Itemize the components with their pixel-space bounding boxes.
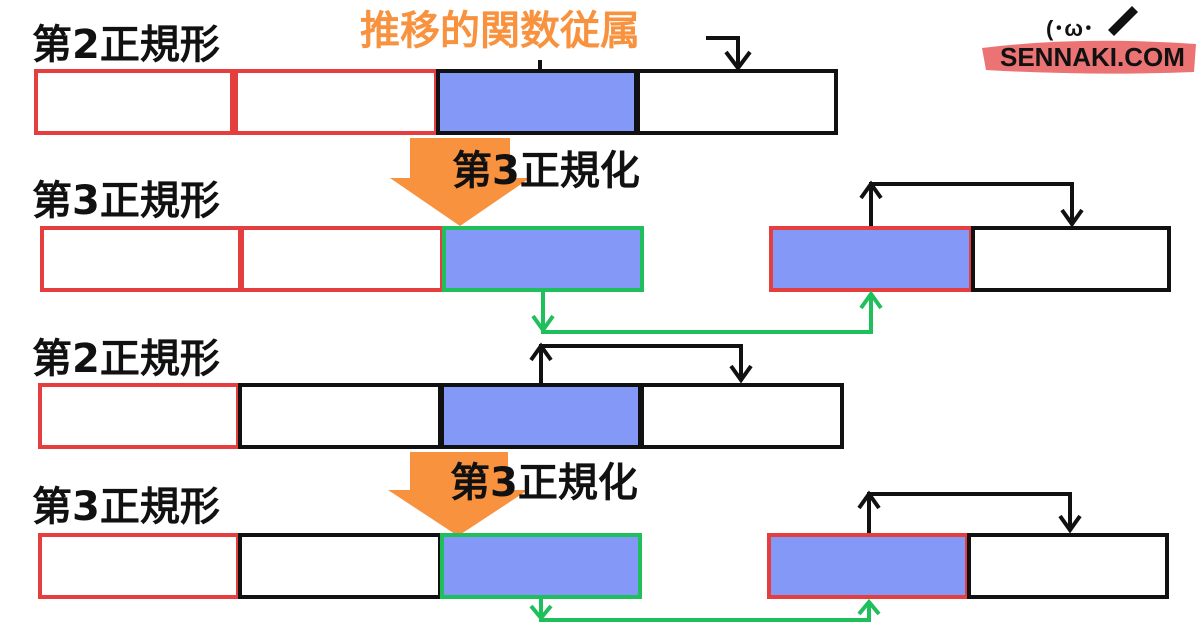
s2-new-cell-2 [971,226,1171,292]
section-label-2: 第3正規形 [32,178,220,224]
s3-cell-4 [640,383,844,449]
s1-dependency-arrow [538,36,740,71]
section-label-4: 第3正規形 [32,484,220,530]
transitive-dependency-label: 推移的関数従属 [360,8,640,54]
s4-cell-1 [38,533,240,599]
s1-cell-4 [636,69,838,135]
s3-cell-2 [238,383,442,449]
s4-cell-3 [440,533,642,599]
s2-cell-2 [240,226,444,292]
brand-face: (･ω･ [1046,16,1094,41]
s2-dependency-arrow [869,182,1074,226]
step-arrow-1 [390,138,530,226]
section-label-1: 第2正規形 [32,22,220,68]
s2-move-arrowhead-up [859,290,883,310]
s4-dependency-arrow [867,492,1072,533]
s4-move-arrowhead-up [857,598,881,616]
step-label-1: 第3正規化 [452,148,640,194]
s1-arrowhead-down [724,50,752,72]
s4-new-cell-2 [967,533,1169,599]
s2-move-arrowhead-down [531,314,555,334]
brand-name: SENNAKI.COM [1000,42,1185,72]
s2-arrowhead-up [859,180,883,200]
s4-new-cell-1 [767,533,969,599]
brand-highlight [982,40,1196,74]
s2-move-arrow [541,292,873,334]
s4-cell-2 [238,533,442,599]
s3-arrowhead-up [529,342,553,362]
brand-logo: (･ω･ SENNAKI.COM [982,6,1196,74]
s4-move-arrowhead-down [529,604,553,622]
s1-cell-1 [34,69,234,135]
section-label-3: 第2正規形 [32,336,220,382]
s2-new-cell-1 [769,226,973,292]
s3-cell-1 [38,383,240,449]
s2-cell-3 [442,226,644,292]
s2-arrowhead-down [1060,208,1084,228]
s4-arrowhead-down [1058,514,1082,534]
pen-icon [1108,6,1138,36]
s3-cell-3 [440,383,642,449]
s3-arrowhead-down [729,364,753,384]
s1-cell-3 [436,69,638,135]
s3-dependency-arrow [539,344,743,383]
s1-cell-2 [234,69,438,135]
s4-move-arrow [539,599,871,622]
s4-arrowhead-up [857,490,881,510]
s2-cell-1 [40,226,242,292]
step-arrow-2 [388,452,528,536]
step-label-2: 第3正規化 [450,460,638,506]
